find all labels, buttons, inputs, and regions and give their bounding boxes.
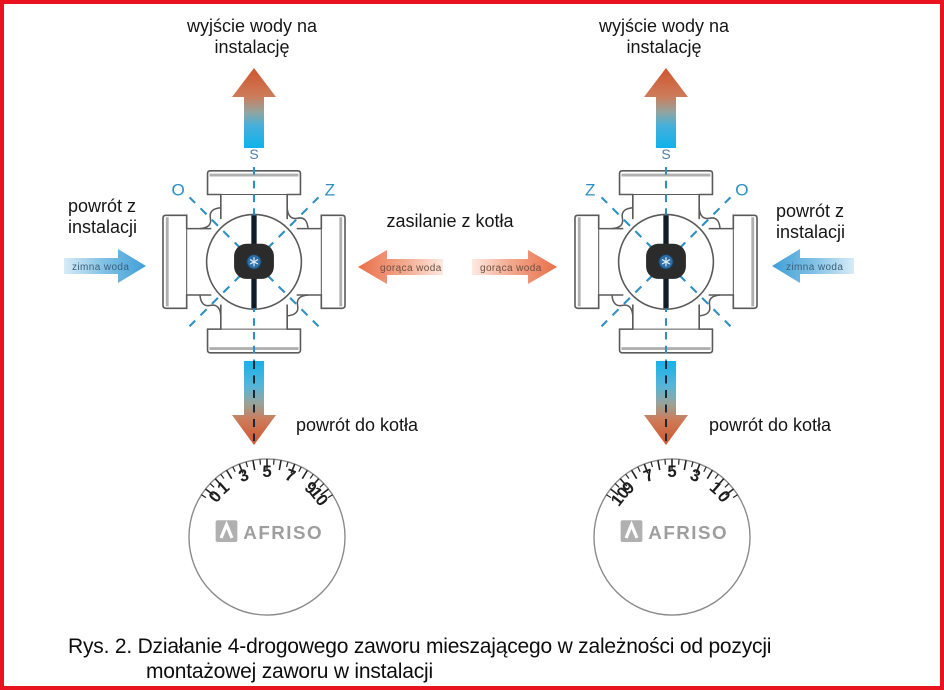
valve-emblem-icon [658,254,674,270]
right-outlet-label: wyjście wody na instalację [598,16,730,57]
right-return-down-arrow [644,361,688,445]
left-valve-diagram: O Z [161,167,347,365]
left-axis-s-label: S [249,146,259,162]
right-return-from-label: powrót z instalacji [776,201,846,242]
svg-text:5: 5 [667,462,676,481]
hot-water-text: gorąca woda [380,263,442,274]
dial-ticks [606,458,738,499]
dial-ticks [201,458,333,499]
brand-text: AFRISO [243,522,323,543]
brand-text: AFRISO [648,522,728,543]
left-return-from-label: powrót z instalacji [68,196,138,237]
left-corner-label-left: O [172,180,185,199]
figure-caption-line2: montażowej zaworu w instalacji [146,660,433,683]
svg-text:5: 5 [262,462,271,481]
valve-emblem-icon [246,254,262,270]
left-return-to-label: powrót do kotła [296,415,419,435]
left-corner-label-right: Z [325,180,335,199]
cold-water-text: zimna woda [786,262,843,273]
hot-water-arrow-left: gorąca woda [358,250,443,284]
left-return-down-arrow [232,361,276,445]
afriso-logo: AFRISO [215,520,323,543]
hot-water-text: gorąca woda [480,263,542,274]
right-corner-label-right: O [735,180,748,199]
right-mixed-water-up-arrow [644,68,688,148]
cold-water-text: zimna woda [72,262,129,273]
right-return-to-label: powrót do kotła [709,415,832,435]
right-axis-s-label: S [661,146,671,162]
left-dial: 0 1 3 5 7 9 10 AFRISO [188,458,346,616]
afriso-logo: AFRISO [620,520,728,543]
left-outlet-label: wyjście wody na instalację [186,16,318,57]
left-mixed-water-up-arrow [232,68,276,148]
right-cold-water-arrow: zimna woda [772,249,854,283]
left-cold-water-arrow: zimna woda [64,249,146,283]
right-corner-label-left: Z [585,180,595,199]
hot-water-arrow-right: gorąca woda [472,250,557,284]
right-valve-diagram: Z O [573,167,759,365]
figure-caption-line1: Rys. 2. Działanie 4-drogowego zaworu mie… [68,635,772,658]
supply-label: zasilanie z kotła [386,211,514,231]
right-dial: 10 9 7 5 3 1 0 AFRISO [593,458,751,616]
